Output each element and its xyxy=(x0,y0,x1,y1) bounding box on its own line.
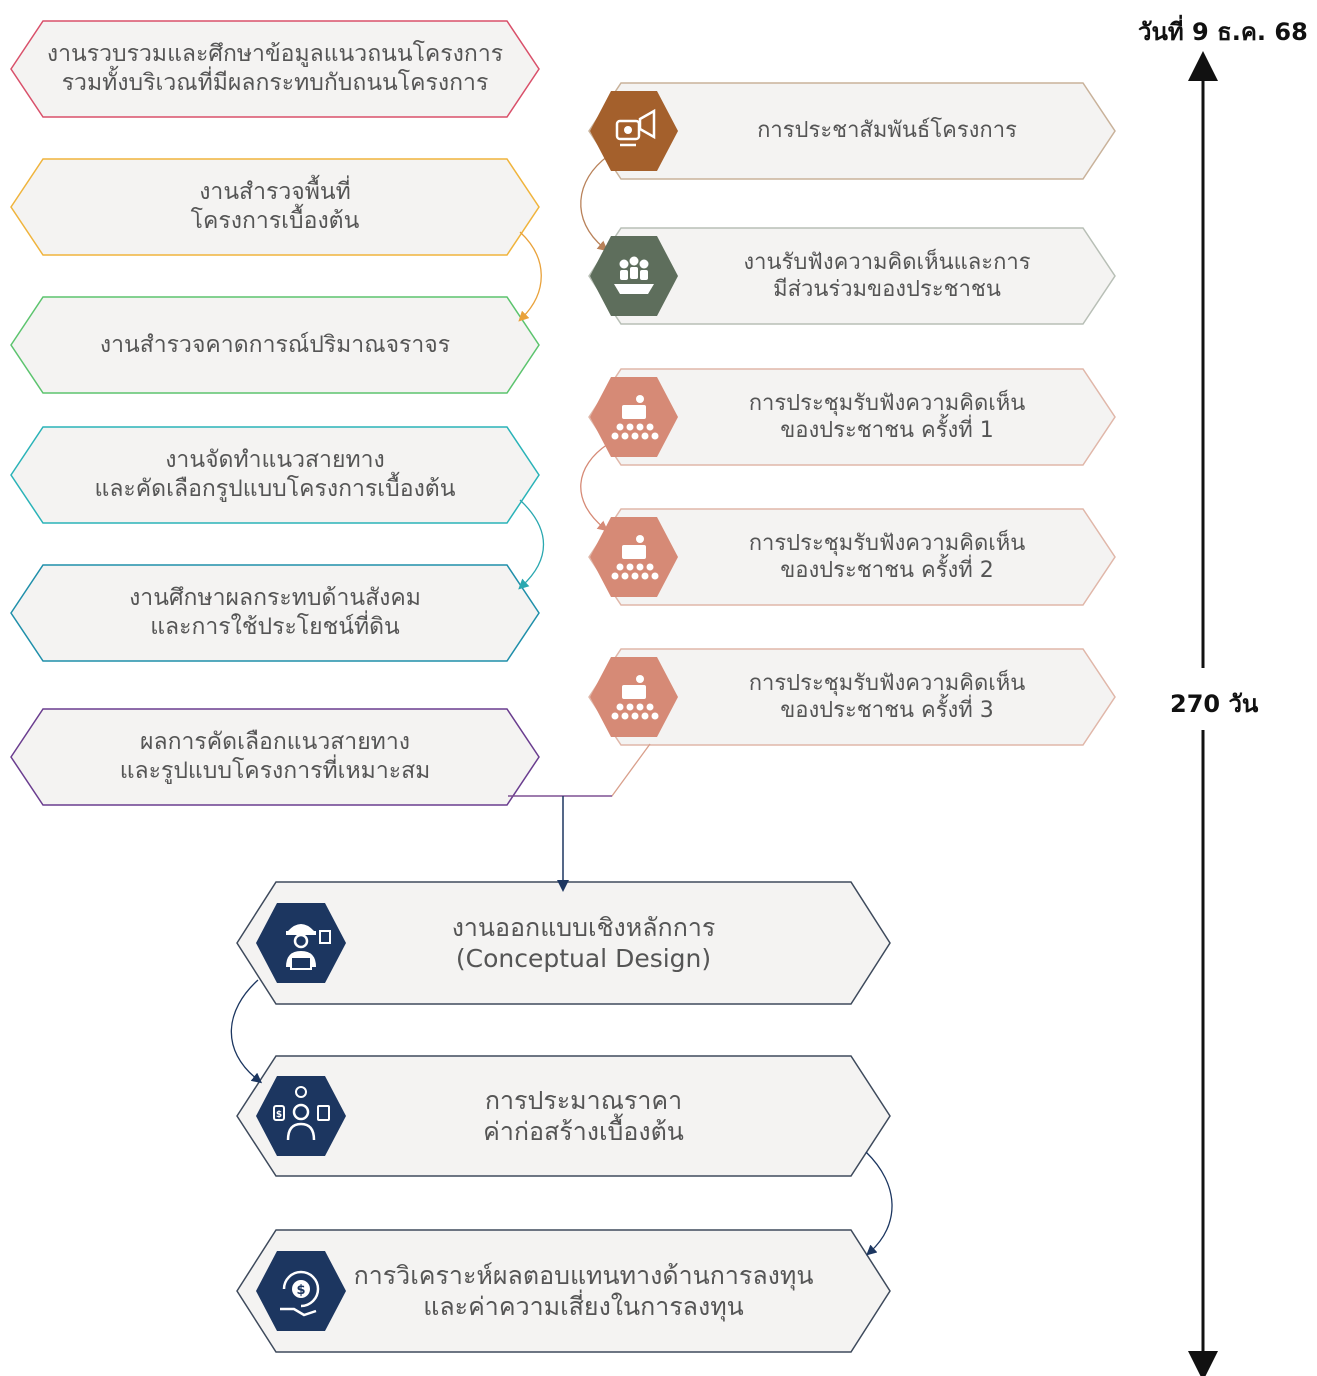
hex-shape xyxy=(10,564,540,662)
step-label-line1: การวิเคราะห์ผลตอบแทนทางด้านการลงทุน xyxy=(353,1260,814,1290)
step-public-participation: งานรับฟังความคิดเห็นและการมีส่วนร่วมของป… xyxy=(588,227,1116,325)
engineer-icon xyxy=(256,903,346,983)
step-label-line2: โครงการเบื้องต้น xyxy=(190,208,360,234)
step-traffic-survey: งานสำรวจคาดการณ์ปริมาณจราจร xyxy=(10,296,540,394)
hex-shape xyxy=(588,227,1116,325)
audience-icon xyxy=(590,377,678,457)
step-label-line2: มีส่วนร่วมของประชาชน xyxy=(773,277,1001,302)
hex-shape xyxy=(236,881,891,1005)
megaphone-icon xyxy=(590,91,678,171)
step-label-line1: การประมาณราคา xyxy=(484,1085,683,1115)
step-label-line2: ของประชาชน ครั้งที่ 1 xyxy=(780,418,994,443)
investment-icon: $ xyxy=(256,1251,346,1331)
step-label-line2: ค่าก่อสร้างเบื้องต้น xyxy=(483,1117,684,1146)
step-social-impact: งานศึกษาผลกระทบด้านสังคมและการใช้ประโยชน… xyxy=(10,564,540,662)
step-label-line1: การประชุมรับฟังความคิดเห็น xyxy=(748,390,1026,416)
hex-shape xyxy=(10,426,540,524)
timeline-duration-label: 270 วัน xyxy=(1170,690,1259,718)
step-label-line1: งานรับฟังความคิดเห็นและการ xyxy=(743,249,1031,275)
hex-shape xyxy=(236,1229,891,1353)
step-label-line1: การประชุมรับฟังความคิดเห็น xyxy=(748,530,1026,556)
step-label-line1: งานสำรวจพื้นที่ xyxy=(199,179,351,206)
step-label-line1: งานรวบรวมและศึกษาข้อมูลแนวถนนโครงการ xyxy=(46,41,504,68)
step-label-line2: ของประชาชน ครั้งที่ 3 xyxy=(780,698,994,723)
meeting-icon xyxy=(590,236,678,316)
step-hearing-2: การประชุมรับฟังความคิดเห็นของประชาชน ครั… xyxy=(588,508,1116,606)
step-conceptual-design: งานออกแบบเชิงหลักการ(Conceptual Design) xyxy=(236,881,891,1005)
step-label-line1: งานออกแบบเชิงหลักการ xyxy=(451,912,716,942)
step-label-line1: การประชุมรับฟังความคิดเห็น xyxy=(748,670,1026,696)
hex-shape xyxy=(236,1055,891,1177)
step-selection-result: ผลการคัดเลือกแนวสายทางและรูปแบบโครงการที… xyxy=(10,708,540,806)
step-alignment-selection: งานจัดทำแนวสายทางและคัดเลือกรูปแบบโครงกา… xyxy=(10,426,540,524)
step-hearing-3: การประชุมรับฟังความคิดเห็นของประชาชน ครั… xyxy=(588,648,1116,746)
hex-shape xyxy=(10,158,540,256)
svg-text:$: $ xyxy=(296,1283,305,1298)
step-label-line2: รวมทั้งบริเวณที่มีผลกระทบกับถนนโครงการ xyxy=(61,70,489,96)
step-initial-survey: งานสำรวจพื้นที่โครงการเบื้องต้น xyxy=(10,158,540,256)
audience-icon xyxy=(590,657,678,737)
timeline-date-label: วันที่ 9 ธ.ค. 68 xyxy=(1138,18,1308,46)
hex-shape xyxy=(588,82,1116,180)
step-label-line2: และค่าความเสี่ยงในการลงทุน xyxy=(423,1292,744,1321)
step-data-collection: งานรวบรวมและศึกษาข้อมูลแนวถนนโครงการรวมท… xyxy=(10,20,540,118)
audience-icon xyxy=(590,517,678,597)
step-label-line2: และรูปแบบโครงการที่เหมาะสม xyxy=(119,758,431,784)
svg-text:$: $ xyxy=(276,1110,282,1120)
step-hearing-1: การประชุมรับฟังความคิดเห็นของประชาชน ครั… xyxy=(588,368,1116,466)
step-label-line2: ของประชาชน ครั้งที่ 2 xyxy=(780,558,994,583)
cost-estimator-icon: $ xyxy=(256,1076,346,1156)
step-label-line1: ผลการคัดเลือกแนวสายทาง xyxy=(140,729,410,756)
step-public-relations: การประชาสัมพันธ์โครงการ xyxy=(588,82,1116,180)
step-label-line1: งานสำรวจคาดการณ์ปริมาณจราจร xyxy=(99,331,451,358)
step-label-line1: งานศึกษาผลกระทบด้านสังคม xyxy=(129,585,421,612)
step-label-line1: งานจัดทำแนวสายทาง xyxy=(165,447,385,474)
step-label-line2: และคัดเลือกรูปแบบโครงการเบื้องต้น xyxy=(94,476,456,502)
hex-shape xyxy=(10,20,540,118)
step-investment-analysis: $ การวิเคราะห์ผลตอบแทนทางด้านการลงทุนและ… xyxy=(236,1229,891,1353)
step-label-line1: การประชาสัมพันธ์โครงการ xyxy=(757,118,1017,144)
hex-shape xyxy=(588,508,1116,606)
step-label-line2: และการใช้ประโยชน์ที่ดิน xyxy=(150,614,400,640)
step-cost-estimate: $ การประมาณราคาค่าก่อสร้างเบื้องต้น xyxy=(236,1055,891,1177)
step-label-line2: (Conceptual Design) xyxy=(455,944,712,973)
hex-shape xyxy=(10,296,540,394)
hex-shape xyxy=(588,368,1116,466)
